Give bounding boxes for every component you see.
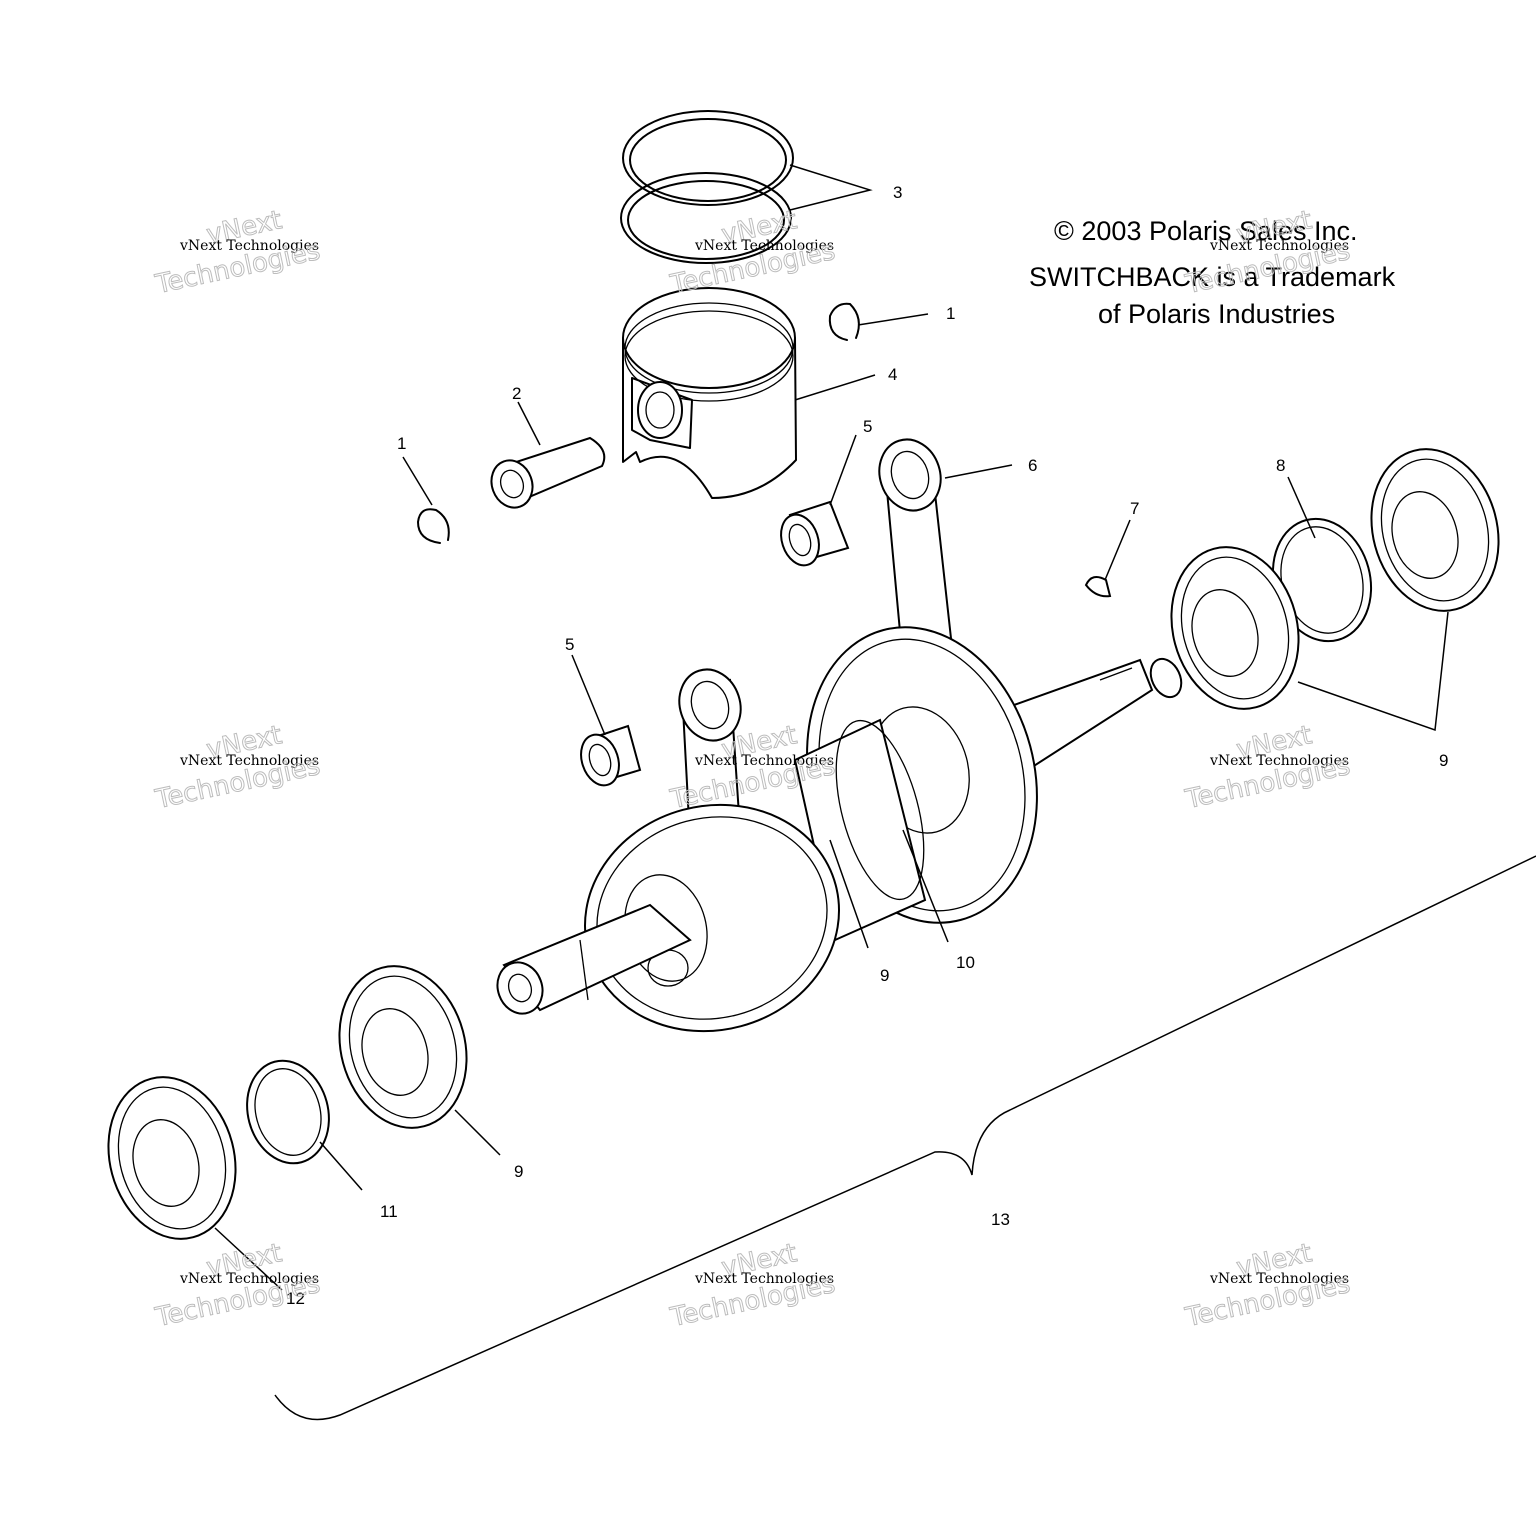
bearing-right-inner	[1170, 546, 1300, 710]
watermark-5: vNext vNext Technologies Technologies	[667, 720, 839, 816]
callout-7: 7	[1130, 499, 1139, 518]
assembly-bracket	[274, 855, 1536, 1421]
watermark-line: vNext Technologies	[179, 1271, 319, 1287]
callout-1-right: 1	[946, 304, 955, 323]
callout-5-lower: 5	[565, 635, 574, 654]
bearing-right-outer	[1370, 448, 1500, 612]
watermark-line: vNext Technologies	[179, 753, 319, 769]
copyright-line-2: SWITCHBACK is a Trademark	[1029, 262, 1396, 292]
watermark-line: vNext Technologies	[1209, 753, 1349, 769]
watermark-line: vNext Technologies	[694, 1271, 834, 1287]
needle-bearing-upper	[780, 500, 850, 567]
watermark-7: vNext vNext Technologies Technologies	[152, 1238, 324, 1334]
callout-8: 8	[1276, 456, 1285, 475]
callout-4: 4	[888, 365, 897, 384]
watermark-6: vNext vNext Technologies Technologies	[1182, 720, 1354, 816]
watermark-line: vNext Technologies	[1209, 238, 1349, 254]
callout-9-right: 9	[1439, 751, 1448, 770]
callout-labels: 3 1 4 2 5 1 6 8 7 5 9 10 9 9 11 13 12	[286, 183, 1448, 1308]
leader-lines	[214, 164, 1449, 1291]
callout-13: 13	[991, 1210, 1010, 1229]
piston-rings	[620, 110, 794, 264]
callout-5-upper: 5	[863, 417, 872, 436]
callout-10: 10	[956, 953, 975, 972]
watermark-line: vNext Technologies	[179, 238, 319, 254]
woodruff-key	[1084, 575, 1112, 598]
watermark-line: vNext Technologies	[694, 238, 834, 254]
circlips	[417, 302, 860, 544]
copyright-notice: © 2003 Polaris Sales Inc. SWITCHBACK is …	[1029, 216, 1396, 329]
crankshaft-right-shaft	[998, 657, 1183, 782]
wrist-pin	[490, 436, 606, 509]
bearing-left-inner	[338, 965, 468, 1129]
needle-bearing-lower	[580, 724, 642, 787]
callout-6: 6	[1028, 456, 1037, 475]
piston	[622, 287, 797, 499]
bearing-left-outer	[107, 1076, 237, 1240]
callout-3: 3	[893, 183, 902, 202]
callout-2: 2	[512, 384, 521, 403]
watermark-1: vNext vNext Technologies Technologies	[152, 205, 324, 301]
callout-11: 11	[380, 1202, 398, 1221]
watermark-2: vNext vNext Technologies Technologies	[667, 205, 839, 301]
callout-12: 12	[286, 1289, 305, 1308]
watermark-line: vNext Technologies	[1209, 1271, 1349, 1287]
watermark-9: vNext vNext Technologies Technologies	[1182, 1238, 1354, 1334]
copyright-line-3: of Polaris Industries	[1098, 299, 1335, 329]
callout-9-center: 9	[880, 966, 889, 985]
watermark-4: vNext vNext Technologies Technologies	[152, 720, 324, 816]
spacer-ring	[246, 1059, 330, 1165]
callout-9-left: 9	[514, 1162, 523, 1181]
callout-1-left: 1	[397, 434, 406, 453]
connecting-rod-lower	[678, 668, 742, 842]
crankshaft-left-shaft	[496, 903, 692, 1015]
watermark-line: vNext Technologies	[694, 753, 834, 769]
copyright-line-1: © 2003 Polaris Sales Inc.	[1054, 216, 1358, 246]
watermark-8: vNext vNext Technologies Technologies	[667, 1238, 839, 1334]
